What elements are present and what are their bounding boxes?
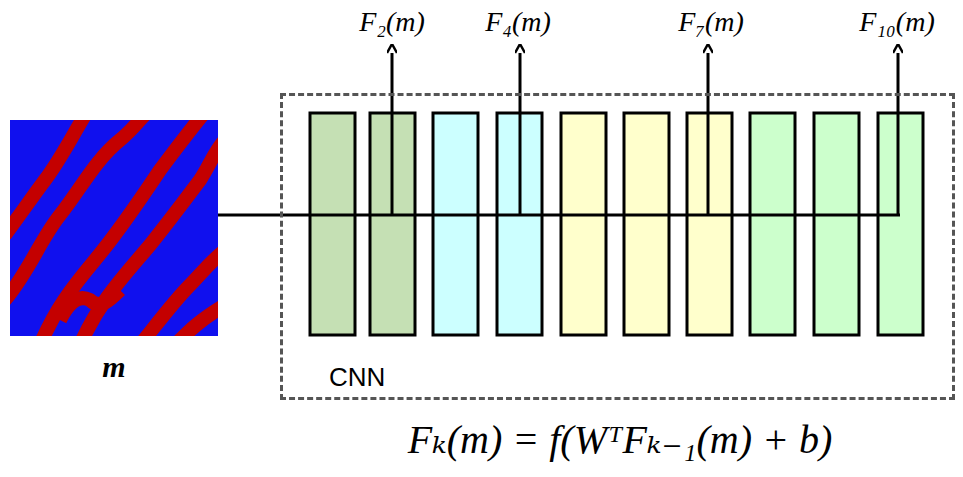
input-image: m xyxy=(10,120,218,336)
cnn-box: CNN xyxy=(280,93,955,400)
feature-label: F₁₀(m) xyxy=(859,6,934,38)
feature-label: F₄(m) xyxy=(485,6,551,38)
feature-lines xyxy=(280,53,900,216)
facies-image xyxy=(10,120,218,336)
feature-label: F₂(m) xyxy=(359,6,425,38)
connector xyxy=(218,214,282,217)
variable-label: m xyxy=(10,350,218,384)
feature-label: F₇(m) xyxy=(678,6,744,38)
layer-blocks xyxy=(310,113,923,335)
box-label: CNN xyxy=(329,362,385,393)
formula: Fₖ(m) = f(WᵀFₖ₋₁(m) + b) xyxy=(408,416,833,463)
